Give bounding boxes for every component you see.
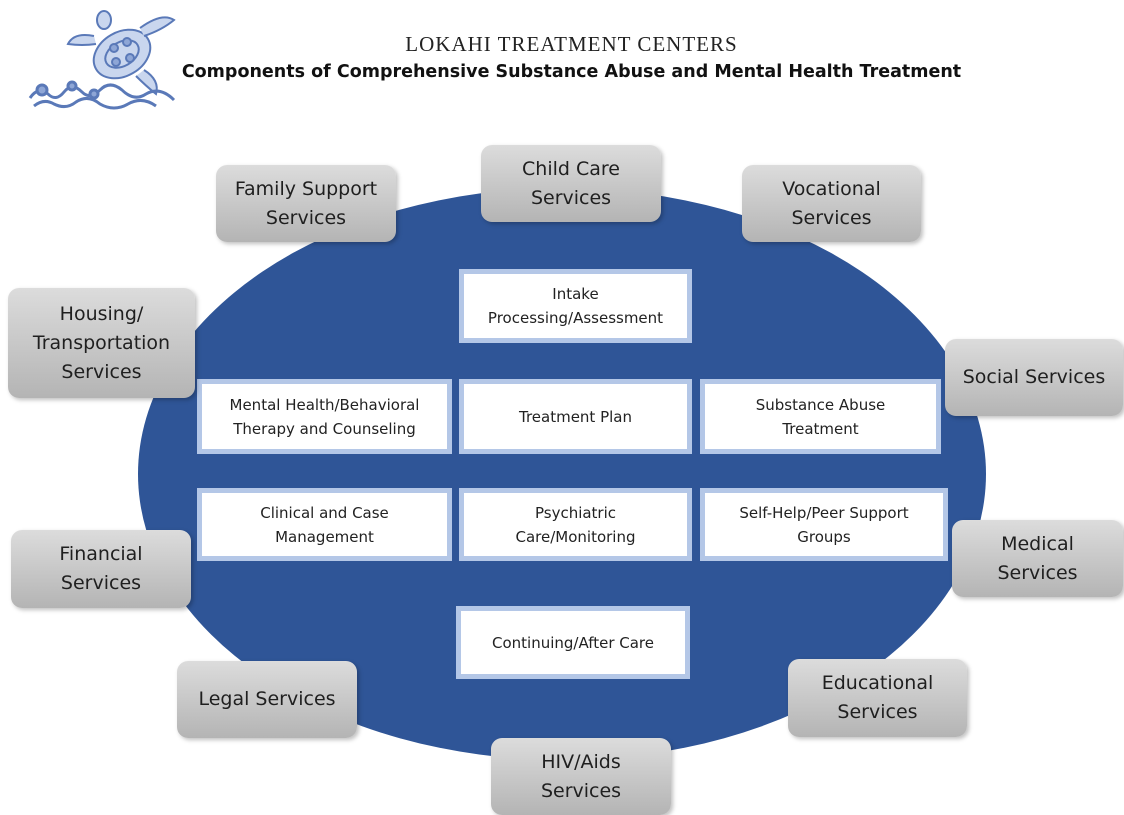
mental-health-label: Mental Health/Behavioral Therapy and Cou… <box>229 395 420 438</box>
clinical-case-label: Clinical and Case Management <box>260 503 389 546</box>
hiv-aids-box: HIV/Aids Services <box>491 738 671 815</box>
substance-abuse-label: Substance Abuse Treatment <box>755 395 886 438</box>
intake-box: Intake Processing/Assessment <box>459 269 692 343</box>
page-title: LOKAHI TREATMENT CENTERS <box>405 32 738 56</box>
housing-box: Housing/ Transportation Services <box>8 288 195 398</box>
child-care-box: Child Care Services <box>481 145 661 222</box>
housing-label: Housing/ Transportation Services <box>32 302 171 383</box>
substance-abuse-box: Substance Abuse Treatment <box>700 379 941 454</box>
financial-label: Financial Services <box>59 543 143 594</box>
social-services-label: Social Services <box>962 366 1106 388</box>
child-care-label: Child Care Services <box>522 157 620 209</box>
family-support-label: Family Support Services <box>234 177 378 229</box>
medical-box: Medical Services <box>952 520 1123 597</box>
psychiatric-label: Psychiatric Care/Monitoring <box>515 503 636 546</box>
intake-label: Intake Processing/Assessment <box>487 285 664 327</box>
medical-label: Medical Services <box>997 532 1078 584</box>
continuing-care-label: Continuing/After Care <box>492 633 654 652</box>
self-help-box: Self-Help/Peer Support Groups <box>700 488 948 561</box>
vocational-box: Vocational Services <box>742 165 921 242</box>
sea-turtle-logo-icon <box>28 10 176 110</box>
social-services-box: Social Services <box>945 339 1123 416</box>
educational-box: Educational Services <box>788 659 967 737</box>
continuing-care-box: Continuing/After Care <box>456 606 690 679</box>
financial-box: Financial Services <box>11 530 191 608</box>
legal-label: Legal Services <box>198 688 336 710</box>
vocational-label: Vocational Services <box>782 177 881 229</box>
page-subtitle: Components of Comprehensive Substance Ab… <box>181 62 962 82</box>
family-support-box: Family Support Services <box>216 165 396 242</box>
psychiatric-box: Psychiatric Care/Monitoring <box>459 488 692 561</box>
mental-health-box: Mental Health/Behavioral Therapy and Cou… <box>197 379 452 454</box>
treatment-plan-label: Treatment Plan <box>518 407 632 426</box>
clinical-case-box: Clinical and Case Management <box>197 488 452 561</box>
self-help-label: Self-Help/Peer Support Groups <box>739 503 909 546</box>
hiv-aids-label: HIV/Aids Services <box>540 750 622 802</box>
treatment-plan-box: Treatment Plan <box>459 379 692 454</box>
legal-box: Legal Services <box>177 661 357 738</box>
educational-label: Educational Services <box>821 672 934 723</box>
